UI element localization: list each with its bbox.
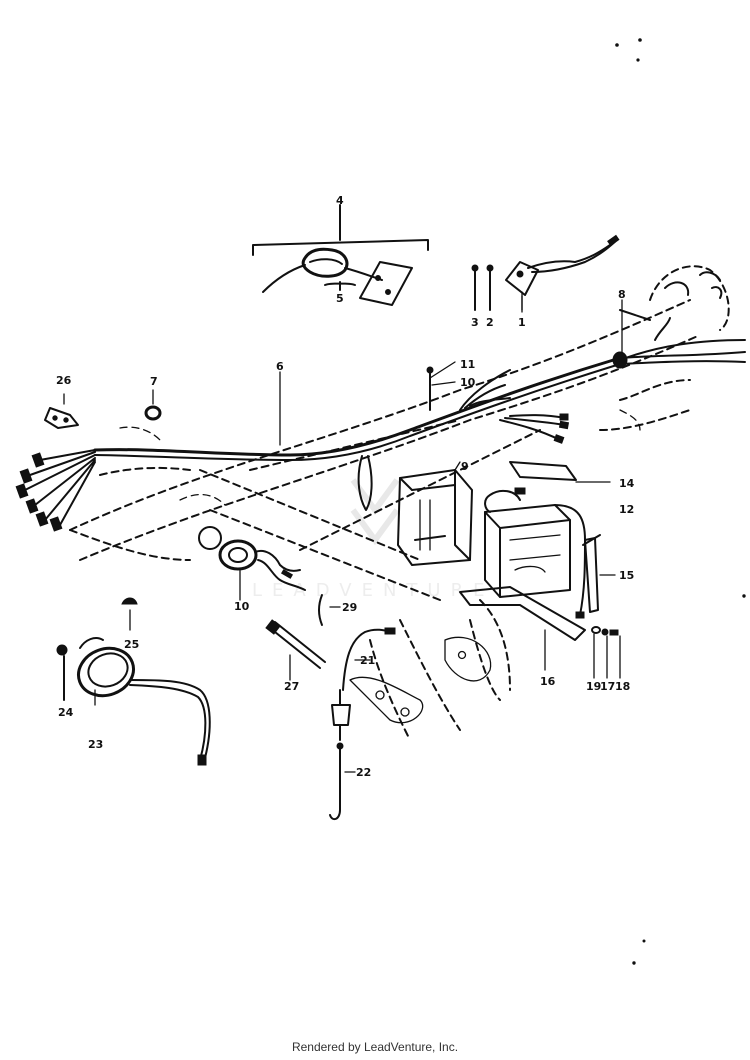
part-12-battery — [484, 487, 586, 619]
callout-14: 14 — [619, 477, 635, 490]
callout-12: 12 — [619, 503, 634, 516]
callout-29: 29 — [342, 601, 357, 614]
callout-16: 16 — [540, 675, 556, 688]
callout-23: 23 — [88, 738, 103, 751]
part-24-screw — [56, 644, 68, 701]
callout-15: 15 — [619, 569, 634, 582]
part-16-tray — [459, 586, 586, 671]
part-14-pad — [509, 461, 611, 483]
part-23-light — [77, 637, 211, 766]
callout-17: 17 — [600, 680, 615, 693]
callout-25: 25 — [124, 638, 139, 651]
callout-8: 8 — [618, 288, 626, 301]
part-1-relay — [471, 234, 620, 311]
callout-3: 3 — [471, 316, 479, 329]
callout-11: 11 — [460, 358, 475, 371]
part-15-strap — [582, 534, 616, 613]
part-25-grommet — [121, 597, 138, 631]
callout-27: 27 — [284, 680, 299, 693]
leader-lines — [279, 291, 623, 446]
part-10-11-screws — [426, 361, 456, 411]
callout-21: 21 — [360, 654, 375, 667]
callout-1: 1 — [518, 316, 526, 329]
part-26-connector — [44, 393, 79, 429]
part-22-spring — [329, 742, 356, 821]
part-17-18-19-hardware — [591, 626, 621, 679]
callout-5: 5 — [336, 292, 344, 305]
svg-text:LEADVENTURE: LEADVENTURE — [252, 580, 494, 601]
part-9-battery-case — [397, 461, 473, 566]
callout-18: 18 — [615, 680, 630, 693]
callout-22: 22 — [356, 766, 371, 779]
callout-6: 6 — [276, 360, 284, 373]
part-4-assembly — [252, 204, 429, 306]
part-19-switch — [218, 539, 306, 601]
callout-10-lower: 10 — [234, 600, 250, 613]
callout-9: 9 — [461, 460, 469, 473]
callout-24: 24 — [58, 706, 74, 719]
part-7-grommet — [144, 389, 162, 421]
main-wiring-harness — [15, 317, 746, 532]
callout-7: 7 — [150, 375, 158, 388]
part-29-wire — [318, 594, 341, 626]
callout-10-upper: 10 — [460, 376, 476, 389]
footer-credit: Rendered by LeadVenture, Inc. — [291, 1040, 459, 1054]
callout-26: 26 — [56, 374, 72, 387]
grommet — [612, 351, 628, 369]
part-21-sensor-wire — [331, 627, 396, 741]
callout-19-right: 19 — [586, 680, 601, 693]
part-27-bolt — [265, 619, 326, 681]
callout-numbers: 1 2 3 4 5 6 7 8 9 10 10 11 12 14 15 16 1… — [56, 194, 635, 779]
print-specks — [615, 38, 746, 965]
front-connector-bundle — [15, 449, 96, 532]
callout-4: 4 — [336, 194, 344, 207]
motorcycle-frame — [69, 265, 730, 741]
callout-2: 2 — [486, 316, 494, 329]
